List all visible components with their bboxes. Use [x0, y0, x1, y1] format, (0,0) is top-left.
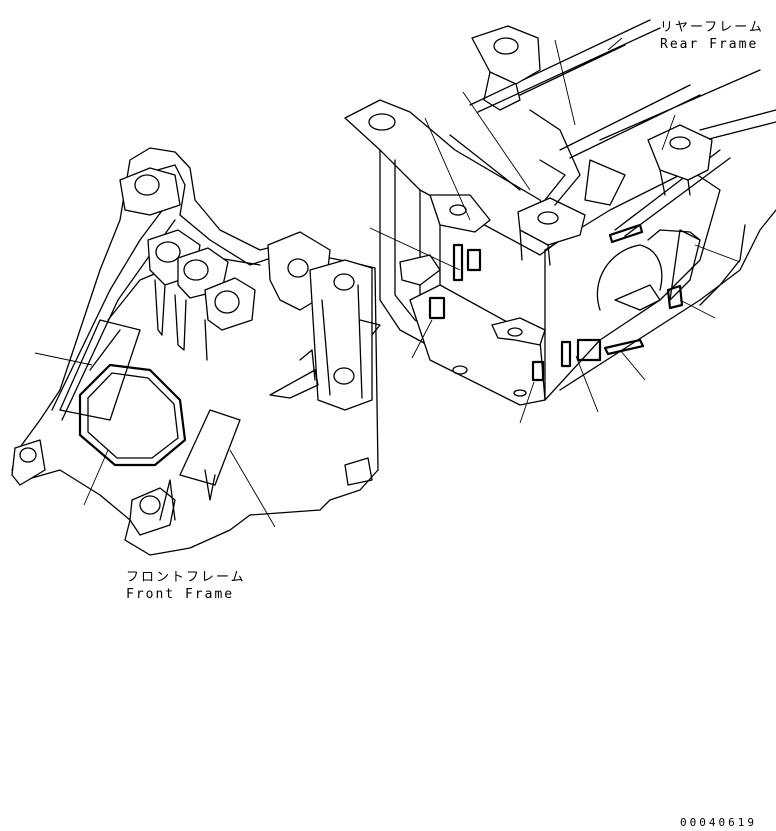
front-frame-label-en: Front Frame: [126, 587, 235, 602]
rear-frame-label-jp: リヤーフレーム: [660, 20, 764, 35]
rear-frame-label-en: Rear Frame: [660, 37, 759, 52]
front-frame-label-jp: フロントフレーム: [126, 570, 246, 585]
rear-frame-drawing: [344, 19, 776, 424]
front-frame-drawing: [11, 147, 381, 556]
drawing-number: 00040619: [680, 816, 757, 829]
